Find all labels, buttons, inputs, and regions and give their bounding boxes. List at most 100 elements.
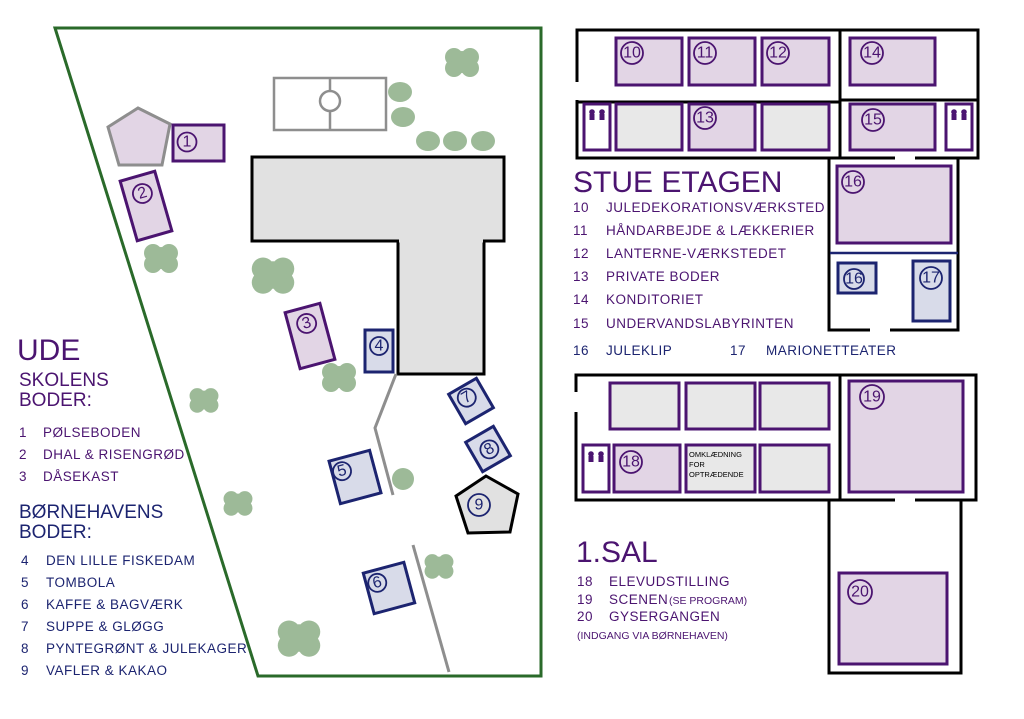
- stall-number: 3: [300, 314, 313, 333]
- football-pitch: [272, 76, 388, 132]
- room-number: 18: [622, 454, 640, 471]
- legend-name: JULEKLIP: [606, 343, 672, 358]
- school-building-main: [250, 155, 506, 243]
- room-17[interactable]: 17: [911, 259, 952, 323]
- tree-icon: [322, 363, 356, 392]
- room-number: 17: [922, 270, 940, 287]
- stall-5[interactable]: 5: [327, 448, 383, 506]
- stall-9[interactable]: 9: [454, 474, 520, 535]
- school-stalls-heading: SKOLENS: [19, 370, 109, 391]
- room-number: 13: [696, 110, 714, 127]
- tree-icon: [445, 48, 479, 77]
- room-13[interactable]: 13: [687, 102, 757, 152]
- changing-room-label: FOR: [689, 460, 705, 469]
- legend-name: SCENEN: [609, 592, 668, 607]
- room-10[interactable]: 10: [614, 36, 684, 87]
- legend-name: MARIONETTEATER: [766, 343, 897, 358]
- room-unlabeled: [608, 381, 681, 431]
- legend-num: 5: [21, 575, 29, 590]
- ground-floor-title: STUE ETAGEN: [573, 166, 782, 199]
- legend-name: HÅNDARBEJDE & LÆKKERIER: [606, 223, 815, 238]
- room-18[interactable]: 18: [612, 443, 682, 494]
- toilet-room: [944, 102, 974, 152]
- legend-name: SUPPE & GLØGG: [46, 619, 164, 634]
- toilet-room: [581, 443, 611, 494]
- legend-num: 14: [573, 292, 589, 307]
- stall-8[interactable]: 8: [463, 424, 513, 474]
- room-12[interactable]: 12: [760, 36, 831, 87]
- room-16-large[interactable]: 16: [835, 164, 953, 245]
- legend-note: (SE PROGRAM): [669, 595, 747, 607]
- bush-icon: [443, 131, 467, 151]
- changing-room: OMKLÆDNING FOR OPTRÆDENDE: [684, 443, 757, 494]
- outdoor-legend: UDE SKOLENS BODER: 1 PØLSEBODEN 2 DHAL &…: [17, 334, 247, 678]
- bush-icon: [416, 131, 440, 151]
- tree-icon: [189, 388, 219, 413]
- school-stalls-heading: BODER:: [19, 390, 92, 411]
- legend-num: 19: [577, 592, 593, 607]
- legend-num: 15: [573, 316, 589, 331]
- legend-num: 11: [573, 223, 588, 238]
- stall-number: 6: [371, 573, 384, 592]
- changing-room-label: OPTRÆDENDE: [689, 470, 744, 479]
- ground-floor-legend: STUE ETAGEN 10 JULEDEKORATIONSVÆRKSTED 1…: [573, 166, 825, 331]
- room-20[interactable]: 20: [837, 571, 949, 666]
- room-15[interactable]: 15: [848, 102, 937, 152]
- gazebo-pentagon: [106, 106, 172, 167]
- tree-icon: [424, 554, 454, 579]
- stall-2[interactable]: 2: [118, 169, 174, 243]
- legend-num: 16: [573, 343, 589, 358]
- stall-number: 9: [475, 497, 484, 514]
- legend-name: DEN LILLE FISKEDAM: [46, 553, 195, 568]
- room-11[interactable]: 11: [687, 36, 757, 87]
- tree-icon: [144, 244, 178, 273]
- legend-num: 4: [21, 553, 29, 568]
- room-unlabeled: [684, 381, 757, 431]
- tree-icon: [223, 491, 253, 516]
- bush-icon: [391, 107, 415, 127]
- stall-3[interactable]: 3: [283, 301, 337, 371]
- room-14[interactable]: 14: [848, 36, 937, 87]
- legend-num: 7: [21, 619, 29, 634]
- room-number: 16: [845, 271, 863, 288]
- first-floor-legend: 1.SAL 18 ELEVUDSTILLING 19 SCENEN (SE PR…: [576, 536, 747, 642]
- kindergarten-stalls-heading: BØRNEHAVENS: [19, 502, 163, 523]
- room-number: 14: [863, 45, 881, 62]
- tree-icon: [277, 620, 321, 657]
- legend-num: 2: [19, 447, 27, 462]
- legend-name: PØLSEBODEN: [43, 425, 141, 440]
- room-number: 11: [697, 45, 714, 62]
- legend-num: 8: [21, 641, 29, 656]
- legend-num: 20: [577, 609, 593, 624]
- footpath: [411, 544, 451, 673]
- legend-note: (INDGANG VIA BØRNEHAVEN): [577, 630, 728, 642]
- legend-name: GYSERGANGEN: [609, 609, 720, 624]
- legend-name: LANTERNE-VÆRKSTEDET: [606, 246, 787, 261]
- room-19[interactable]: 19: [847, 379, 965, 494]
- legend-num: 18: [577, 574, 593, 589]
- stall-4[interactable]: 4: [363, 328, 395, 374]
- toilet-room: [582, 102, 612, 152]
- trees: [144, 48, 495, 657]
- stall-1[interactable]: 1: [171, 123, 226, 163]
- ground-floor-plan: [575, 28, 980, 332]
- legend-num: 1: [19, 425, 27, 440]
- changing-room-label: OMKLÆDNING: [689, 450, 742, 459]
- stall-7[interactable]: 7: [446, 376, 496, 426]
- room-16-small[interactable]: 16: [836, 261, 878, 295]
- room-unlabeled: [614, 102, 684, 152]
- room-number: 16: [844, 174, 862, 191]
- bush-icon: [392, 468, 414, 490]
- stall-number: 4: [375, 338, 384, 355]
- room-number: 19: [863, 389, 881, 406]
- room-number: 10: [623, 45, 641, 62]
- room-unlabeled: [758, 381, 831, 431]
- legend-name: KAFFE & BAGVÆRK: [46, 597, 183, 612]
- legend-num: 6: [21, 597, 29, 612]
- kindergarten-stalls-heading: BODER:: [19, 522, 92, 543]
- first-floor-title: 1.SAL: [576, 536, 658, 569]
- stall-6[interactable]: 6: [361, 560, 417, 616]
- room-number: 12: [769, 45, 787, 62]
- legend-name: PYNTEGRØNT & JULEKAGER: [46, 641, 247, 656]
- legend-num: 10: [573, 200, 589, 215]
